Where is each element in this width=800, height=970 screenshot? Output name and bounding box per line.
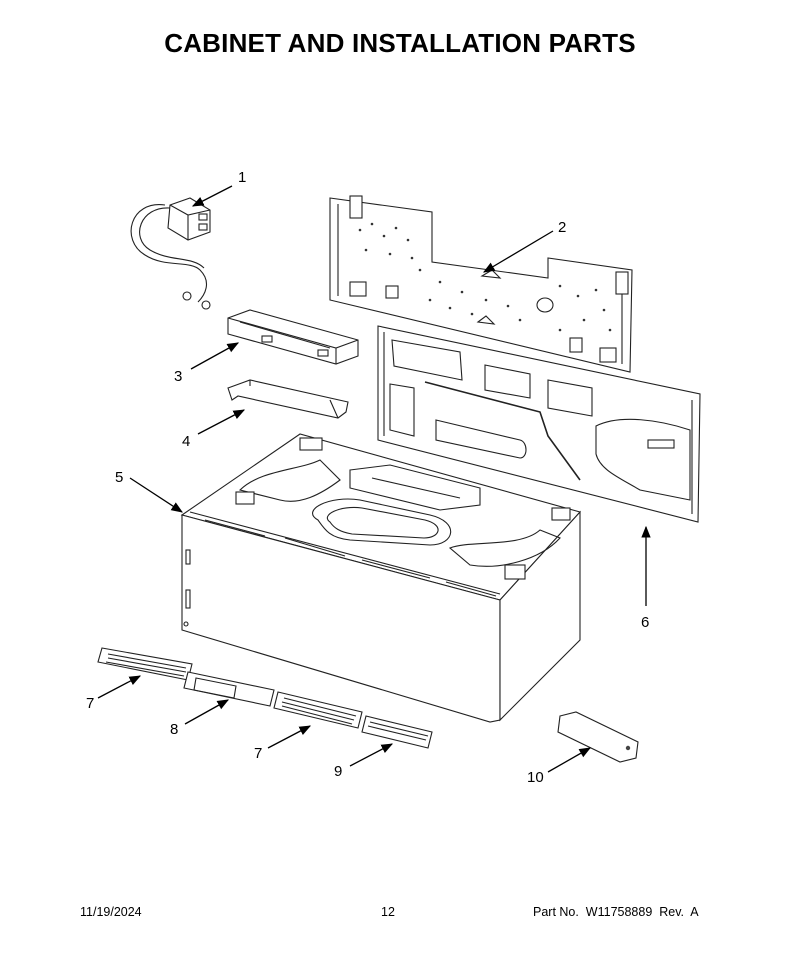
footer-part-number: Part No. W11758889 Rev. A [533, 905, 699, 919]
page-title: CABINET AND INSTALLATION PARTS [164, 28, 636, 58]
callout-leaders [97, 185, 651, 773]
callout-6: 6 [641, 614, 649, 631]
part-6-back-panel [377, 325, 701, 523]
part-1-power-cord [130, 197, 211, 310]
callout-labels: 1 2 3 4 5 6 7 8 7 9 10 [86, 169, 649, 786]
callout-9: 9 [334, 763, 342, 780]
part-7-grille-left [97, 647, 193, 681]
part-3-bracket [227, 309, 359, 365]
part-9-grille [361, 715, 433, 749]
callout-4: 4 [182, 433, 190, 450]
part-4-plate [227, 379, 349, 419]
callout-1: 1 [238, 169, 246, 186]
part-5-cabinet [180, 433, 582, 723]
callout-7-left: 7 [86, 695, 94, 712]
part-7-grille-right [273, 691, 363, 729]
footer-date: 11/19/2024 [80, 905, 142, 919]
callout-8: 8 [170, 721, 178, 738]
footer-page-number: 12 [381, 905, 395, 919]
callout-7-right: 7 [254, 745, 262, 762]
part-8-grille [183, 671, 275, 707]
callout-2: 2 [558, 219, 566, 236]
part-2-mounting-plate [329, 195, 633, 373]
callout-3: 3 [174, 368, 182, 385]
part-10-cover [557, 711, 639, 763]
callout-10: 10 [527, 769, 544, 786]
callout-5: 5 [115, 469, 123, 486]
